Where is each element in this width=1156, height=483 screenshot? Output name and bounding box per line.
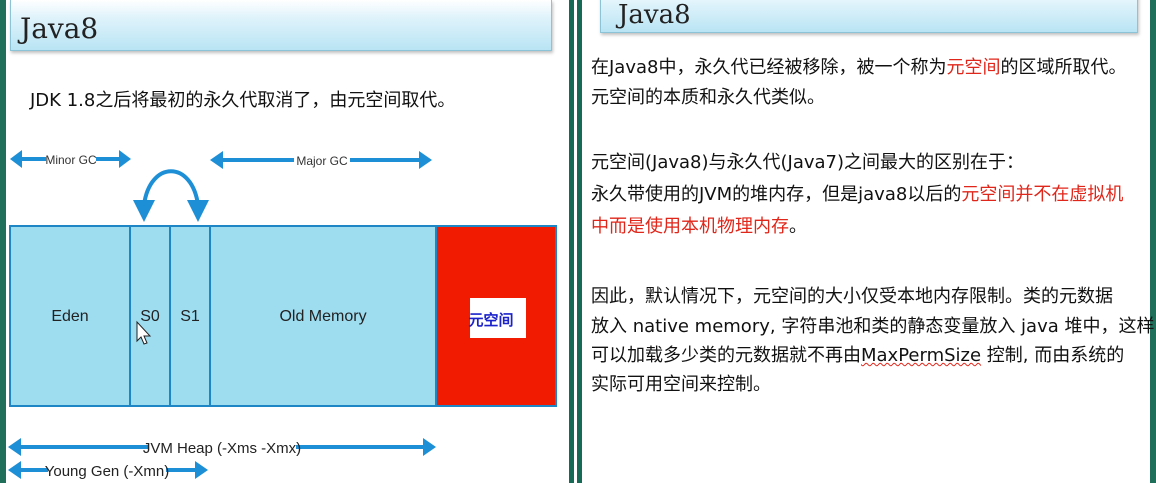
young-gen-label: Young Gen (-Xmn) <box>45 463 170 480</box>
title-bar <box>600 0 1138 33</box>
major-gc-arrow <box>210 151 432 169</box>
s1-region <box>169 225 211 407</box>
paragraph-2-line-1: 元空间(Java8)与永久代(Java7)之间最大的区别在于： <box>591 152 1025 173</box>
text-span: 。 <box>789 216 807 237</box>
eden-region <box>9 225 131 407</box>
paragraph-1-line-1: 在Java8中，永久代已经被移除，被一个称为元空间的区域所取代。 <box>591 55 1126 81</box>
text-span: 控制, 而由系统的 <box>981 345 1125 366</box>
metaspace-label-box <box>470 298 526 338</box>
survivor-swap-arrow <box>133 169 209 222</box>
paragraph-3-line-2: 放入 native memory, 字符串池和类的静态变量放入 java 堆中，… <box>591 316 1155 337</box>
metaspace-label: 元空间 <box>468 311 513 329</box>
s0-label: S0 <box>140 308 160 325</box>
paragraph-3-line-3: 可以加载多少类的元数据就不再由MaxPermSize 控制, 而由系统的 <box>591 343 1124 369</box>
text-span: 永久带使用的JVM的堆内存，但是java8以后的 <box>591 184 962 205</box>
slide-subtitle: JDK 1.8之后将最初的永久代取消了，由元空间取代。 <box>30 90 456 111</box>
slide-title: Java8 <box>618 0 691 30</box>
jvm-heap-label: JVM Heap (-Xms -Xmx) <box>143 440 301 457</box>
s1-label: S1 <box>180 308 200 325</box>
minor-gc-arrow <box>10 150 131 168</box>
highlight-text: 元空间 <box>946 57 1001 78</box>
paragraph-3-line-1: 因此，默认情况下，元空间的大小仅受本地内存限制。类的元数据 <box>591 286 1113 307</box>
paragraph-2-line-3: 中而是使用本机物理内存。 <box>591 214 807 240</box>
eden-label: Eden <box>51 308 88 325</box>
young-gen-arrow <box>8 461 208 479</box>
major-gc-label: Major GC <box>296 154 348 168</box>
title-bar <box>10 0 552 51</box>
text-span: 的区域所取代。 <box>1000 57 1127 78</box>
slide-title: Java8 <box>20 12 99 45</box>
panel-divider <box>566 0 584 483</box>
paragraph-3-line-4: 实际可用空间来控制。 <box>591 374 771 395</box>
slide-edge <box>1150 0 1156 483</box>
minor-gc-label: Minor GC <box>45 153 97 167</box>
text-span: 在Java8中，永久代已经被移除，被一个称为 <box>591 57 947 78</box>
paragraph-1-line-2: 元空间的本质和永久代类似。 <box>591 87 825 108</box>
left-slide: Java8 JDK 1.8之后将最初的永久代取消了，由元空间取代。 Minor … <box>0 0 566 483</box>
highlight-text: 元空间并不在虚拟机 <box>961 184 1124 205</box>
paragraph-2-line-2: 永久带使用的JVM的堆内存，但是java8以后的元空间并不在虚拟机 <box>591 182 1123 208</box>
right-slide: Java8 在Java8中，永久代已经被移除，被一个称为元空间的区域所取代。 元… <box>584 0 1156 483</box>
text-span: 可以加载多少类的元数据就不再由 <box>591 345 861 366</box>
mouse-cursor-icon <box>136 320 152 345</box>
jvm-heap-arrow <box>8 438 436 456</box>
slide-edge <box>0 0 6 483</box>
jvm-memory-diagram: Minor GC Major GC Eden S0 S1 Old Memory … <box>8 150 557 480</box>
maxpermsize-term: MaxPermSize <box>861 345 982 366</box>
highlight-text: 中而是使用本机物理内存 <box>591 216 789 237</box>
old-memory-label: Old Memory <box>279 308 366 325</box>
